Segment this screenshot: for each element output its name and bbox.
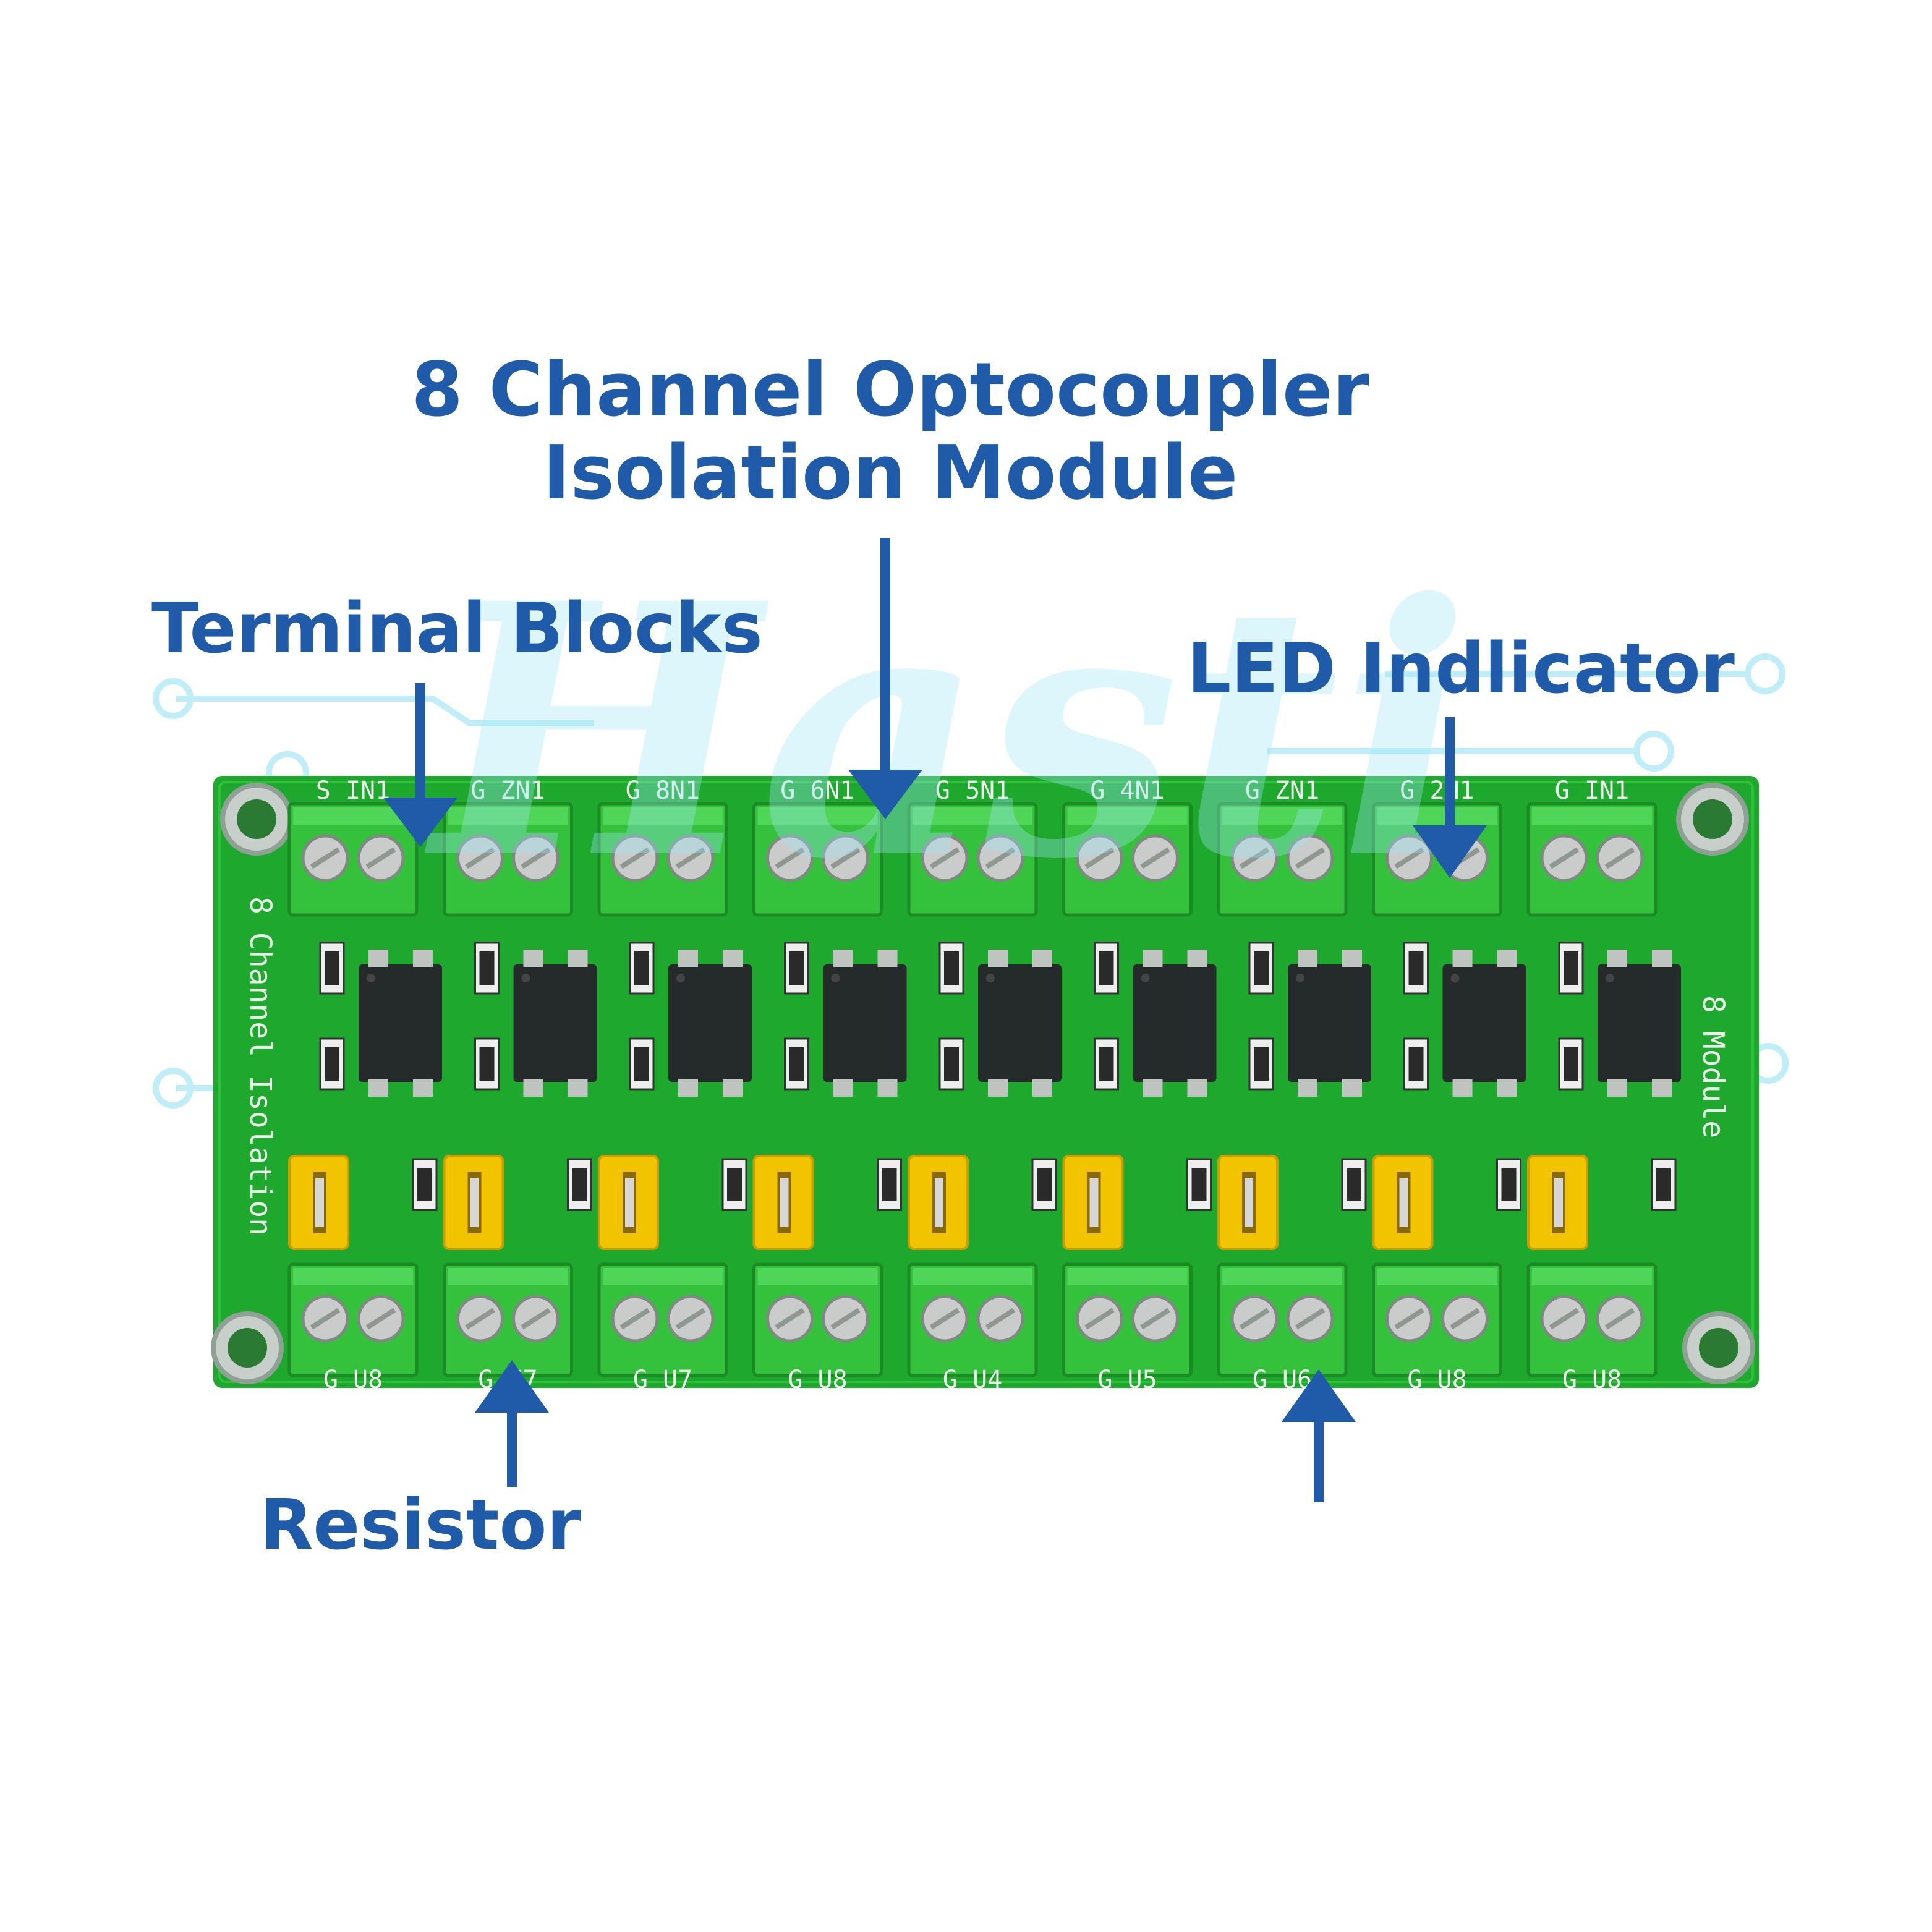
optocoupler-chip (1288, 950, 1371, 1097)
smd-resistor (1186, 1158, 1212, 1211)
terminal-block-bottom (1217, 1262, 1348, 1377)
terminal-block-bottom (597, 1262, 728, 1377)
watermark-logo: Hasti (422, 529, 1471, 935)
page-title: 8 Channel Optocoupler Isolation Module (0, 349, 1781, 516)
terminal-block-bottom (752, 1262, 883, 1377)
title-line-2: Isolation Module (542, 430, 1238, 517)
smd-resistor (1031, 1158, 1057, 1211)
terminal-label-top: G 5N1 (935, 777, 1010, 805)
terminal-label-top: G ZN1 (470, 777, 545, 805)
smd-resistor (412, 1158, 438, 1211)
terminal-block-top (1217, 802, 1348, 917)
smd-resistor (1094, 942, 1119, 995)
jumper-cap (1372, 1155, 1434, 1250)
terminal-block-top (287, 802, 419, 917)
arrow-up-icon (475, 1360, 549, 1487)
optocoupler-chip (1133, 950, 1217, 1097)
terminal-block-bottom (443, 1262, 573, 1377)
jumper-cap (443, 1155, 504, 1250)
pcb-side-text-left: 8 Channel Isolation (243, 896, 278, 1236)
terminal-label-top: G ZN1 (1245, 777, 1319, 805)
jumper-cap (598, 1155, 659, 1250)
led-indicator (784, 1037, 809, 1091)
led-indicator (1248, 1037, 1274, 1091)
terminal-block-top (1526, 802, 1658, 917)
arrow-down-icon (848, 538, 922, 819)
terminal-label-top: G 4N1 (1090, 777, 1164, 805)
smd-resistor (877, 1158, 902, 1211)
terminal-label-bottom: G U8 (788, 1366, 847, 1394)
smd-resistor (1496, 1158, 1521, 1211)
smd-resistor (784, 942, 809, 995)
smd-resistor (1248, 942, 1274, 995)
arrow-down-icon (383, 683, 457, 847)
smd-resistor (629, 942, 655, 995)
terminal-block-top (1062, 802, 1193, 917)
terminal-block-top (597, 802, 728, 917)
jumper-cap (908, 1155, 969, 1250)
terminal-block-bottom (1526, 1262, 1658, 1377)
optocoupler-chip (1442, 950, 1526, 1097)
jumper-cap (1062, 1155, 1124, 1250)
terminal-block-top (443, 802, 573, 917)
terminal-label-bottom: G U8 (1407, 1366, 1466, 1394)
optocoupler-chip (978, 950, 1062, 1097)
terminal-label-bottom: G U4 (943, 1366, 1002, 1394)
terminal-block-bottom (287, 1262, 419, 1377)
smd-resistor (319, 942, 345, 995)
terminal-block-bottom (1062, 1262, 1193, 1377)
optocoupler-chip (668, 950, 752, 1097)
terminal-block-bottom (907, 1262, 1038, 1377)
led-indicator (1403, 1037, 1429, 1091)
terminal-block-bottom (1372, 1262, 1502, 1377)
terminal-label-top: G 8N1 (626, 777, 700, 805)
terminal-label-bottom: G U8 (1562, 1366, 1622, 1394)
smd-resistor (938, 942, 964, 995)
smd-resistor (474, 942, 500, 995)
terminal-label-top: G 2N1 (1400, 777, 1474, 805)
smd-resistor (1558, 942, 1584, 995)
arrow-up-icon (1282, 1369, 1356, 1502)
smd-resistor (721, 1158, 747, 1211)
title-line-1: 8 Channel Optocoupler (411, 347, 1369, 433)
terminal-label-bottom: G U8 (323, 1366, 383, 1394)
mounting-hole (1676, 783, 1749, 856)
smd-resistor (1341, 1158, 1367, 1211)
pcb-side-text-right: 8 Module (1696, 995, 1730, 1138)
optocoupler-chip (359, 950, 442, 1097)
led-indicator (629, 1037, 655, 1091)
optocoupler-chip (513, 950, 597, 1097)
callout-led-indicator: LED Indlicator (1187, 629, 1735, 709)
led-indicator (1094, 1037, 1119, 1091)
callout-terminal-blocks: Terminal Blocks (151, 589, 763, 669)
callout-resistor: Resistor (260, 1485, 581, 1565)
terminal-block-top (907, 802, 1038, 917)
optocoupler-chip (823, 950, 907, 1097)
led-indicator (1558, 1037, 1584, 1091)
mounting-hole (211, 1311, 284, 1384)
jumper-cap (752, 1155, 814, 1250)
terminal-block-top (752, 802, 883, 917)
led-indicator (474, 1037, 500, 1091)
smd-resistor (567, 1158, 592, 1211)
led-indicator (319, 1037, 345, 1091)
terminal-label-bottom: G U7 (633, 1366, 692, 1394)
optocoupler-chip (1598, 950, 1681, 1097)
terminal-label-top: S IN1 (316, 777, 390, 805)
jumper-cap (1217, 1155, 1279, 1250)
smd-resistor (1403, 942, 1429, 995)
terminal-label-bottom: G U6 (1253, 1366, 1312, 1394)
arrow-down-icon (1413, 717, 1487, 878)
smd-resistor (1651, 1158, 1677, 1211)
mounting-hole (220, 783, 293, 856)
led-indicator (938, 1037, 964, 1091)
terminal-label-top: G IN1 (1555, 777, 1629, 805)
terminal-label-bottom: G U5 (1097, 1366, 1157, 1394)
jumper-cap (288, 1155, 349, 1250)
terminal-label-top: G 6N1 (780, 777, 854, 805)
jumper-cap (1527, 1155, 1588, 1250)
mounting-hole (1682, 1311, 1755, 1384)
